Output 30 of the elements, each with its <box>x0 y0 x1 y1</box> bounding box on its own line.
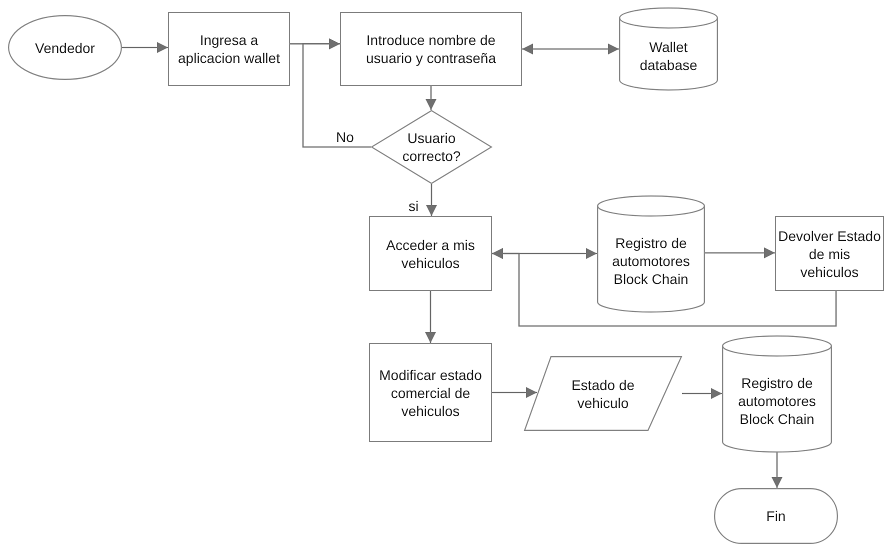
edge-label: si <box>408 198 420 214</box>
arrow <box>772 452 782 488</box>
node-text: Registro de automotores Block Chain <box>737 374 817 428</box>
node-text: Vendedor <box>35 38 95 56</box>
node-text: Usuario correcto? <box>401 129 462 165</box>
node-text: Ingresa a aplicacion wallet <box>177 31 281 67</box>
node-text: Acceder a mis vehiculos <box>385 236 476 272</box>
arrow <box>522 44 619 54</box>
edge-label: No <box>335 129 355 145</box>
arrow <box>302 38 371 148</box>
process-box <box>168 12 290 86</box>
arrow <box>492 248 837 327</box>
arrow <box>492 387 537 398</box>
arrow <box>705 247 775 258</box>
arrow <box>426 86 436 110</box>
node-text: Fin <box>766 507 786 525</box>
process-box <box>340 12 522 86</box>
arrow <box>682 388 722 399</box>
node-text: Registro de automotores Block Chain <box>611 234 691 288</box>
node-text: Introduce nombre de usuario y contraseña <box>365 31 497 67</box>
node-text: Wallet database <box>638 38 698 74</box>
node-text: Devolver Estado de mis vehiculos <box>778 226 881 280</box>
arrow <box>425 291 436 343</box>
process-box <box>369 343 492 442</box>
node-text: Modificar estado comercial de vehiculos <box>378 366 483 420</box>
process-box <box>369 216 492 291</box>
node-text: Estado de vehiculo <box>570 376 636 412</box>
arrow <box>122 42 168 53</box>
arrow <box>426 184 437 216</box>
process-box <box>775 216 884 291</box>
